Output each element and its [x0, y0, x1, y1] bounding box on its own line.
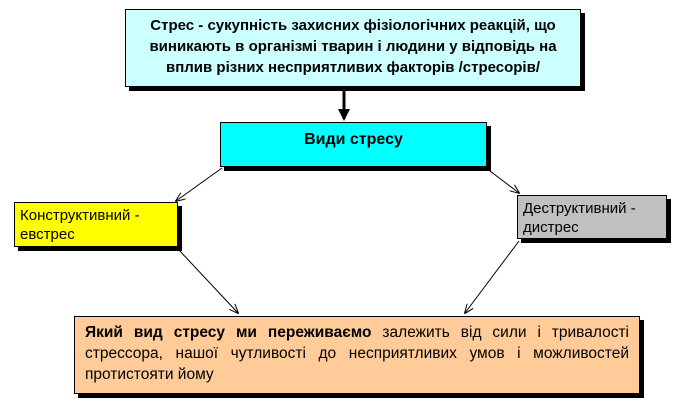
- stress-types-box: Види стресу: [220, 122, 487, 167]
- stress-types-title: Види стресу: [304, 131, 403, 148]
- destructive-stress-label: Деструктивний - дистрес: [523, 200, 636, 236]
- stress-definition-text: Стрес - сукупність захисних фізіологічни…: [149, 17, 557, 76]
- destructive-stress-box: Деструктивний - дистрес: [517, 195, 667, 239]
- stress-definition-box: Стрес - сукупність захисних фізіологічни…: [125, 9, 581, 87]
- constructive-stress-box: Конструктивний - евстрес: [14, 202, 178, 247]
- arrow-types-to-destructive: [485, 167, 519, 193]
- constructive-stress-label: Конструктивний - евстрес: [20, 207, 140, 243]
- conclusion-rest-text: залежить від сили і тривалості стрессора…: [85, 324, 629, 383]
- arrow-constructive-to-conclusion: [177, 248, 238, 313]
- arrow-types-to-constructive: [176, 167, 223, 201]
- conclusion-box: Який вид стресу ми переживаємо залежить …: [74, 316, 640, 394]
- conclusion-lead-text: Який вид стресу ми переживаємо: [85, 324, 372, 341]
- arrow-destructive-to-conclusion: [465, 240, 520, 313]
